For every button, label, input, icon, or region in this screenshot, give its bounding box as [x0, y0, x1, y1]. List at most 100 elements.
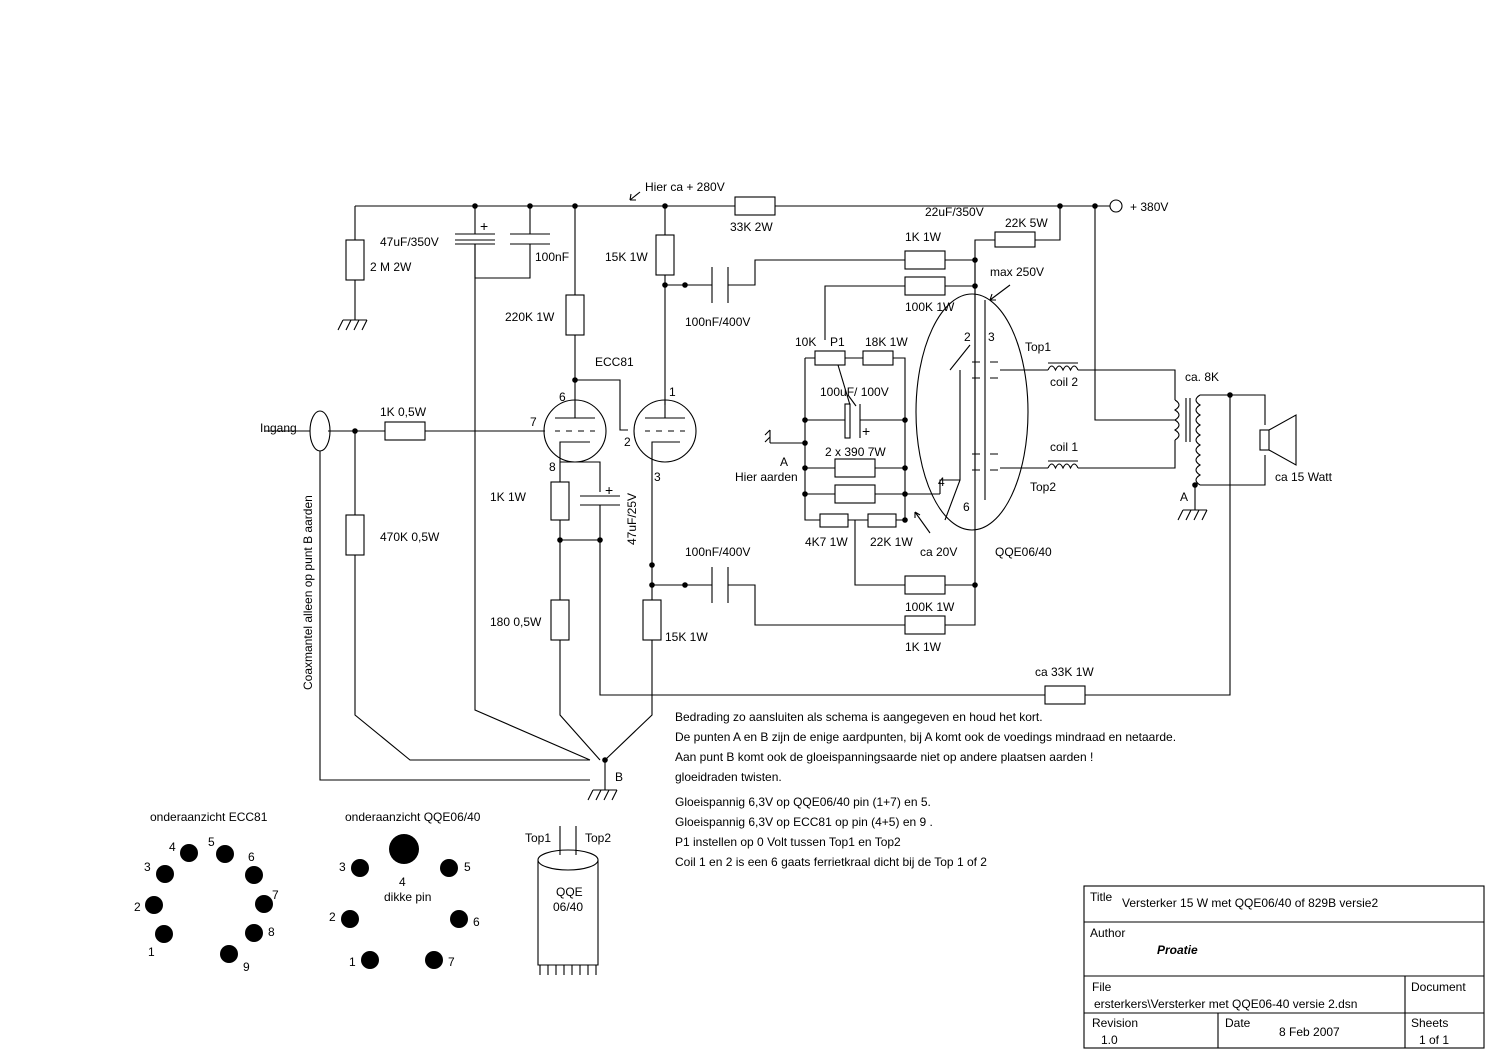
cap-100nf-400v-top: [711, 267, 729, 303]
label-ca-20v: ca 20V: [920, 545, 957, 559]
label-15k-1w-bot: 15K 1W: [665, 630, 708, 644]
resistor-4k7: [819, 513, 849, 528]
pin-ecc-7: 7: [530, 415, 537, 429]
svg-text:+: +: [480, 218, 488, 234]
cap-100nf: [510, 233, 550, 245]
supply-terminal: [1109, 199, 1123, 213]
capacitors: [455, 233, 861, 603]
pin-qqe-2: 2: [964, 330, 971, 344]
pin-qqe-6: 6: [963, 500, 970, 514]
resistor-1k-cathode: [550, 481, 570, 521]
tb-author-label: Author: [1090, 926, 1125, 940]
label-22uf-350v: 22uF/350V: [925, 205, 984, 219]
output-transformer: [1173, 394, 1202, 486]
tb-revision-label: Revision: [1092, 1016, 1138, 1030]
label-470k-05w: 470K 0,5W: [380, 530, 440, 544]
qqe-tube: [915, 293, 1029, 531]
note-line: Gloeispannig 6,3V op QQE06/40 pin (1+7) …: [675, 795, 931, 809]
qqe-pin-label: 1: [349, 955, 356, 969]
wiring: [265, 191, 1266, 790]
label-ecc81: ECC81: [595, 355, 634, 369]
resistor-22k-1w: [867, 513, 897, 528]
resistor-220k: [565, 294, 585, 336]
pin-ecc-1: 1: [669, 385, 676, 399]
resistor-10k-p1: [814, 350, 846, 366]
label-22k-5w: 22K 5W: [1005, 216, 1048, 230]
note-line: Coil 1 en 2 is een 6 gaats ferrietkraal …: [675, 855, 987, 869]
label-100uf-100v: 100uF/ 100V: [820, 385, 889, 399]
tube-name-1: QQE: [556, 885, 583, 899]
resistor-100k-bot: [904, 575, 946, 595]
resistor-390-b: [834, 484, 876, 504]
pin-ecc-8: 8: [549, 460, 556, 474]
qqe-view-title: onderaanzicht QQE06/40: [345, 810, 481, 824]
tb-date-label: Date: [1225, 1016, 1251, 1030]
qqe-pin-label: 6: [473, 915, 480, 929]
label-coax-note: Coaxmantel alleen op punt B aarden: [301, 495, 315, 690]
pin-qqe-3: 3: [988, 330, 995, 344]
pin-ecc-6: 6: [559, 390, 566, 404]
tb-revision-value: 1.0: [1101, 1033, 1118, 1047]
label-47uf-350v: 47uF/350V: [380, 235, 439, 249]
tb-title-value: Versterker 15 W met QQE06/40 of 829B ver…: [1122, 896, 1378, 910]
ecc81-pin-label: 4: [169, 840, 176, 854]
tb-author-value: Proatie: [1157, 943, 1198, 957]
resistor-100k-top: [904, 276, 946, 296]
label-top1: Top1: [1025, 340, 1051, 354]
label-100nf: 100nF: [535, 250, 569, 264]
label-1k-05w: 1K 0,5W: [380, 405, 427, 419]
ecc81-pin-label: 1: [148, 945, 155, 959]
tb-title-label: Title: [1090, 890, 1113, 904]
component-labels: Hier ca + 280V + 380V 33K 2W 22uF/350V 2…: [260, 180, 1333, 784]
qqe-pin-label: 3: [339, 860, 346, 874]
ground-symbols: [337, 319, 1208, 801]
label-100k-1w-top: 100K 1W: [905, 300, 955, 314]
label-hier-aarden: Hier aarden: [735, 470, 798, 484]
qqe-tube-drawing: [537, 826, 599, 975]
cap-100nf-400v-bot: [711, 567, 729, 603]
label-22k-1w: 22K 1W: [870, 535, 913, 549]
ecc81-bottom-view: onderaanzicht ECC81 1 2 3 4 5 6 7 8 9: [134, 810, 279, 974]
label-47uf-25v: 47uF/25V: [625, 493, 639, 545]
label-4k7-1w: 4K7 1W: [805, 535, 848, 549]
resistor-18k: [862, 350, 894, 366]
ecc81-tube: [543, 392, 697, 463]
note-line: Aan punt B komt ook de gloeispanningsaar…: [675, 750, 1093, 764]
resistor-15k-top: [655, 234, 675, 276]
label-1k-1w-cathode: 1K 1W: [490, 490, 527, 504]
pin-qqe-4: 4: [938, 475, 945, 489]
resistors: [345, 196, 1086, 705]
label-100nf-400v-bot: 100nF/400V: [685, 545, 750, 559]
label-speaker: ca 15 Watt: [1275, 470, 1333, 484]
cap-100uf-100v: [844, 403, 851, 439]
label-180-05w: 180 0,5W: [490, 615, 542, 629]
qqe-pin-label: 5: [464, 860, 471, 874]
resistor-33k-2w: [734, 196, 776, 216]
input-coax: [309, 410, 331, 452]
tb-sheets-label: Sheets: [1411, 1016, 1448, 1030]
cap-47uf-25v: [580, 495, 620, 506]
coil-1: [1047, 463, 1079, 470]
ecc81-pin-label: 8: [268, 925, 275, 939]
label-ca-8k: ca. 8K: [1185, 370, 1219, 384]
note-line: De punten A en B zijn de enige aardpunte…: [675, 730, 1176, 744]
label-15k-1w-top: 15K 1W: [605, 250, 648, 264]
resistor-33k-fb: [1044, 685, 1086, 705]
label-10k: 10K: [795, 335, 816, 349]
svg-text:+: +: [862, 423, 870, 439]
label-2m-2w: 2 M 2W: [370, 260, 412, 274]
label-ca-33k-1w: ca 33K 1W: [1035, 665, 1094, 679]
label-2x390-7w: 2 x 390 7W: [825, 445, 886, 459]
junctions: [352, 203, 1233, 763]
resistor-1k-bot: [904, 615, 946, 635]
label-qqe: QQE06/40: [995, 545, 1052, 559]
label-100nf-400v-top: 100nF/400V: [685, 315, 750, 329]
qqe-bottom-view: onderaanzicht QQE06/40 1 2 3 4 5 6 7 dik…: [329, 810, 481, 969]
tb-sheets-value: 1 of 1: [1419, 1033, 1449, 1047]
ecc81-pin-label: 2: [134, 900, 141, 914]
label-top2: Top2: [1030, 480, 1056, 494]
coils: [1047, 362, 1079, 470]
ecc81-pin-label: 5: [208, 835, 215, 849]
ecc81-pin-label: 6: [248, 850, 255, 864]
note-line: gloeidraden twisten.: [675, 770, 782, 784]
